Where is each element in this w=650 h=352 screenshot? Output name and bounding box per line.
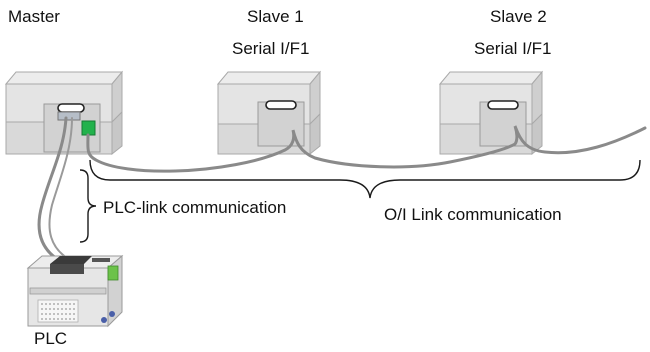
oi-link-brace	[89, 159, 641, 199]
master-label: Master	[8, 7, 60, 26]
plc-green-terminal	[107, 265, 119, 281]
master-unit	[4, 70, 124, 156]
master-serial-port	[57, 103, 85, 113]
slave2-title: Slave 2	[490, 7, 547, 26]
slave1-unit	[216, 70, 322, 156]
oi-link-cable	[86, 125, 647, 173]
slave2-unit	[438, 70, 544, 156]
plc-unit	[26, 254, 124, 328]
slave1-serial-port	[265, 100, 297, 110]
slave1-title: Slave 1	[247, 7, 304, 26]
master-plc-plug	[57, 111, 81, 121]
oi-link-label: O/I Link communication	[384, 205, 562, 224]
plc-link-label: PLC-link communication	[103, 198, 287, 217]
plc-link-brace	[79, 169, 97, 243]
master-green-connector	[81, 120, 96, 136]
slave1-interface-label: Serial I/F1	[232, 39, 310, 58]
plc-label: PLC	[34, 329, 68, 348]
plc-link-cable-inner	[48, 117, 73, 261]
slave2-serial-port	[487, 100, 519, 110]
slave2-interface-label: Serial I/F1	[474, 39, 552, 58]
